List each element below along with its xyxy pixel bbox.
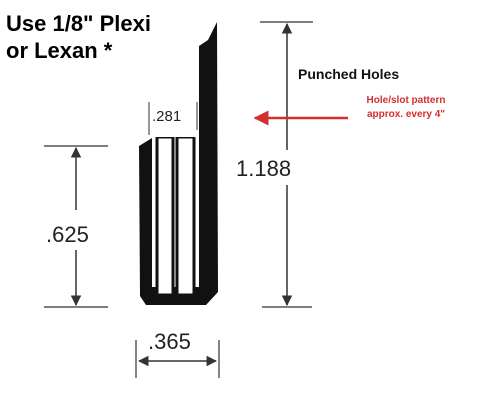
slot-width-label: .281 bbox=[152, 108, 181, 125]
punched-holes-label: Punched Holes bbox=[298, 66, 400, 82]
slot-right bbox=[175, 135, 196, 297]
title-line-2: or Lexan * bbox=[6, 38, 113, 63]
title-line-1: Use 1/8" Plexi bbox=[6, 11, 151, 36]
hole-pattern-note-line-1: Hole/slot pattern bbox=[366, 95, 446, 106]
slot-left bbox=[155, 135, 175, 297]
instruction-title: Use 1/8" Plexi or Lexan * bbox=[6, 10, 151, 64]
base-width-label: .365 bbox=[148, 329, 191, 354]
lip-height-label: .625 bbox=[46, 222, 89, 247]
hole-pattern-note-line-2: approx. every 4" bbox=[366, 109, 446, 120]
hole-pattern-note: Hole/slot pattern approx. every 4" bbox=[331, 94, 480, 122]
total-height-label: 1.188 bbox=[236, 156, 291, 181]
channel-profile-shape bbox=[139, 22, 218, 305]
channel-inner-gap bbox=[152, 128, 199, 137]
